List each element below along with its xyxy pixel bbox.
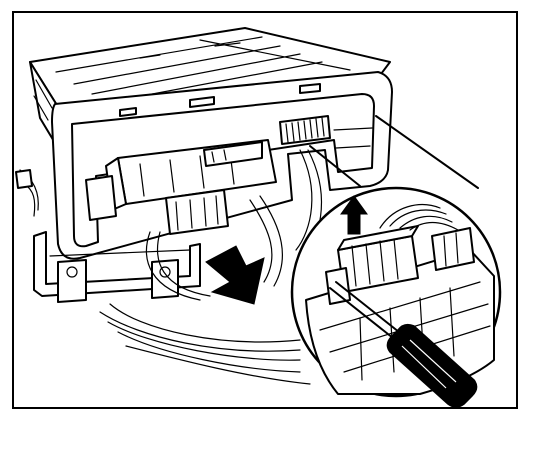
figure-frame: [12, 11, 518, 409]
removal-arrow: [205, 245, 265, 305]
detail-magnifier: [290, 186, 502, 398]
wiring-harness: [15, 149, 323, 385]
lift-arrow: [340, 195, 368, 235]
magnifier-leader: [309, 115, 479, 189]
connector-plugs: [85, 139, 277, 235]
screwdriver: [329, 281, 478, 408]
